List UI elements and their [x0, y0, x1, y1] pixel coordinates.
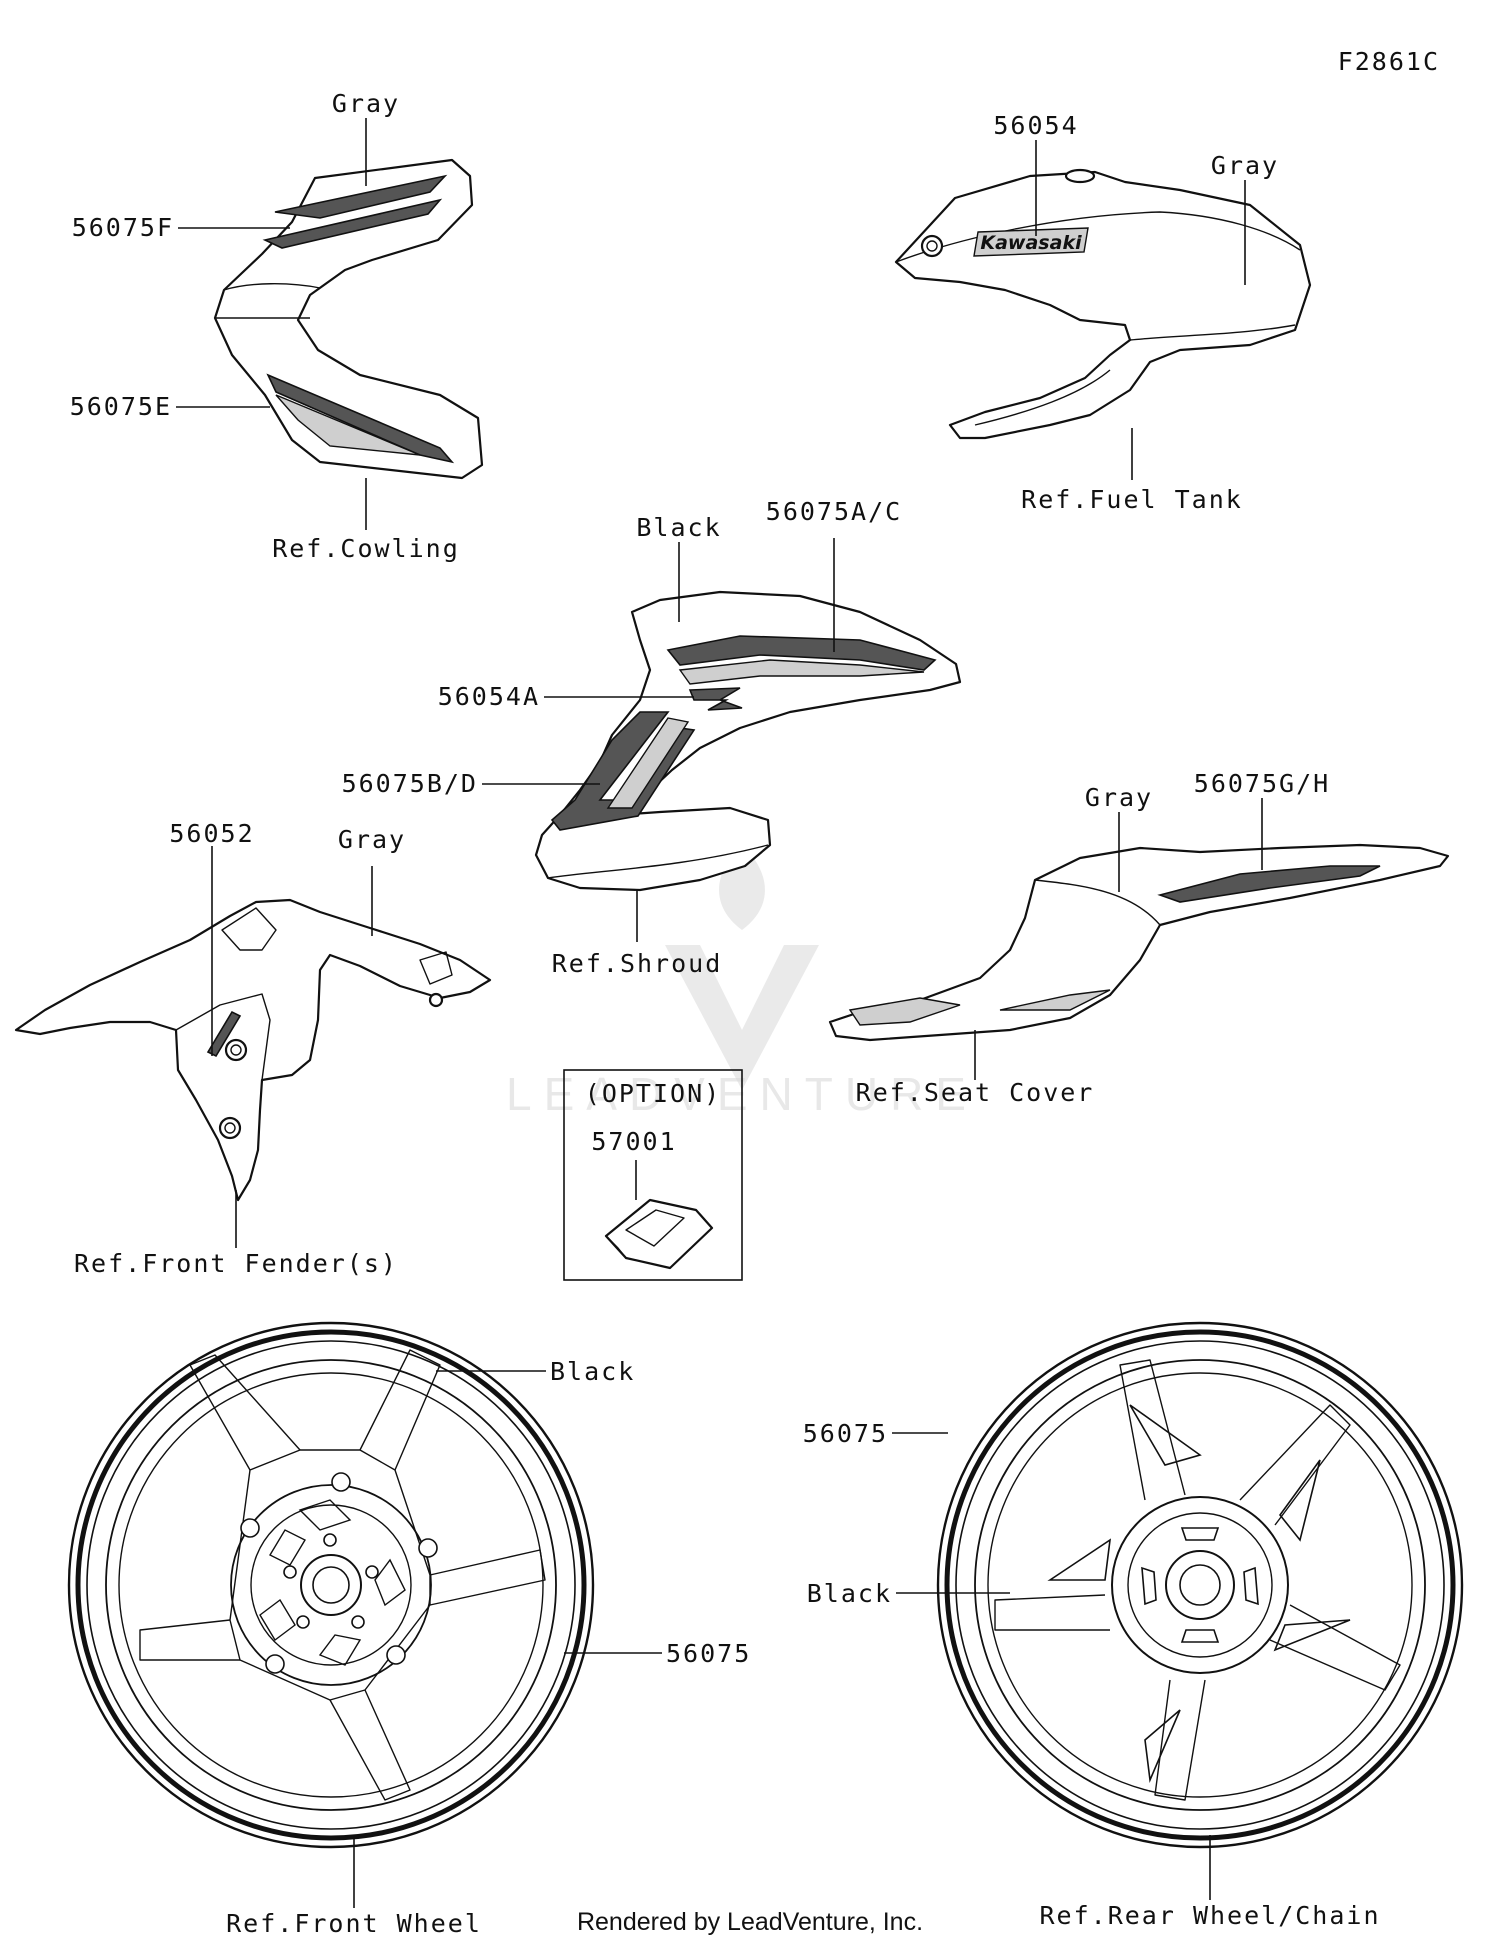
fuel-tank-part: Kawasaki: [894, 168, 1312, 440]
label-cowl-gray: Gray: [332, 89, 400, 118]
label-rw-ref: Ref.Rear Wheel/Chain: [1039, 1901, 1380, 1930]
label-fw-ref: Ref.Front Wheel: [226, 1909, 482, 1938]
label-shroud-ref: Ref.Shroud: [552, 949, 723, 978]
option-title: (OPTION): [585, 1079, 721, 1108]
label-rw-black: Black: [807, 1579, 892, 1608]
label-shroud-top: 56075A/C: [766, 497, 902, 526]
part-labels: Gray 56075F 56075E Ref.Cowling 56054 Gra…: [70, 89, 1380, 1938]
seat-cover-part: [828, 843, 1450, 1042]
footer-credit: Rendered by LeadVenture, Inc.: [577, 1908, 923, 1936]
front-fender-part: [14, 898, 492, 1202]
label-seat-ref: Ref.Seat Cover: [856, 1078, 1095, 1107]
watermark-text: LEADVENTURE: [506, 1068, 978, 1120]
label-fender-ref: Ref.Front Fender(s): [74, 1249, 398, 1278]
label-cowl-ref: Ref.Cowling: [272, 534, 460, 563]
label-shroud-side: 56075B/D: [342, 769, 478, 798]
cowling-part: [213, 158, 484, 480]
shroud-part: [534, 590, 962, 892]
label-rw-part: 56075: [803, 1419, 888, 1448]
label-cowl-upper: 56075F: [72, 213, 174, 242]
label-shroud-black: Black: [636, 513, 721, 542]
kawasaki-logo-decal: Kawasaki: [973, 227, 1089, 257]
kawasaki-logo-text: Kawasaki: [980, 232, 1082, 254]
label-fender-part: 56052: [169, 819, 254, 848]
label-cowl-lower: 56075E: [70, 392, 172, 421]
option-box: (OPTION) 57001: [563, 1069, 743, 1281]
label-fender-gray: Gray: [338, 825, 406, 854]
label-tank-gray: Gray: [1211, 151, 1279, 180]
label-seat-part: 56075G/H: [1194, 769, 1330, 798]
label-seat-gray: Gray: [1085, 783, 1153, 812]
label-tank-ref: Ref.Fuel Tank: [1021, 485, 1243, 514]
diagram-code: F2861C: [1338, 47, 1440, 76]
leadventure-watermark: LEADVENTURE: [506, 845, 978, 1120]
front-wheel-part: [67, 1321, 595, 1849]
label-fw-black: Black: [550, 1357, 635, 1386]
option-clip-part: [604, 1198, 714, 1270]
leader-lines: [176, 118, 1263, 1908]
option-part-number: 57001: [591, 1127, 676, 1156]
label-tank-part: 56054: [993, 111, 1078, 140]
label-fw-part: 56075: [666, 1639, 751, 1668]
label-shroud-logo: 56054A: [438, 682, 540, 711]
rear-wheel-part: [936, 1321, 1464, 1849]
